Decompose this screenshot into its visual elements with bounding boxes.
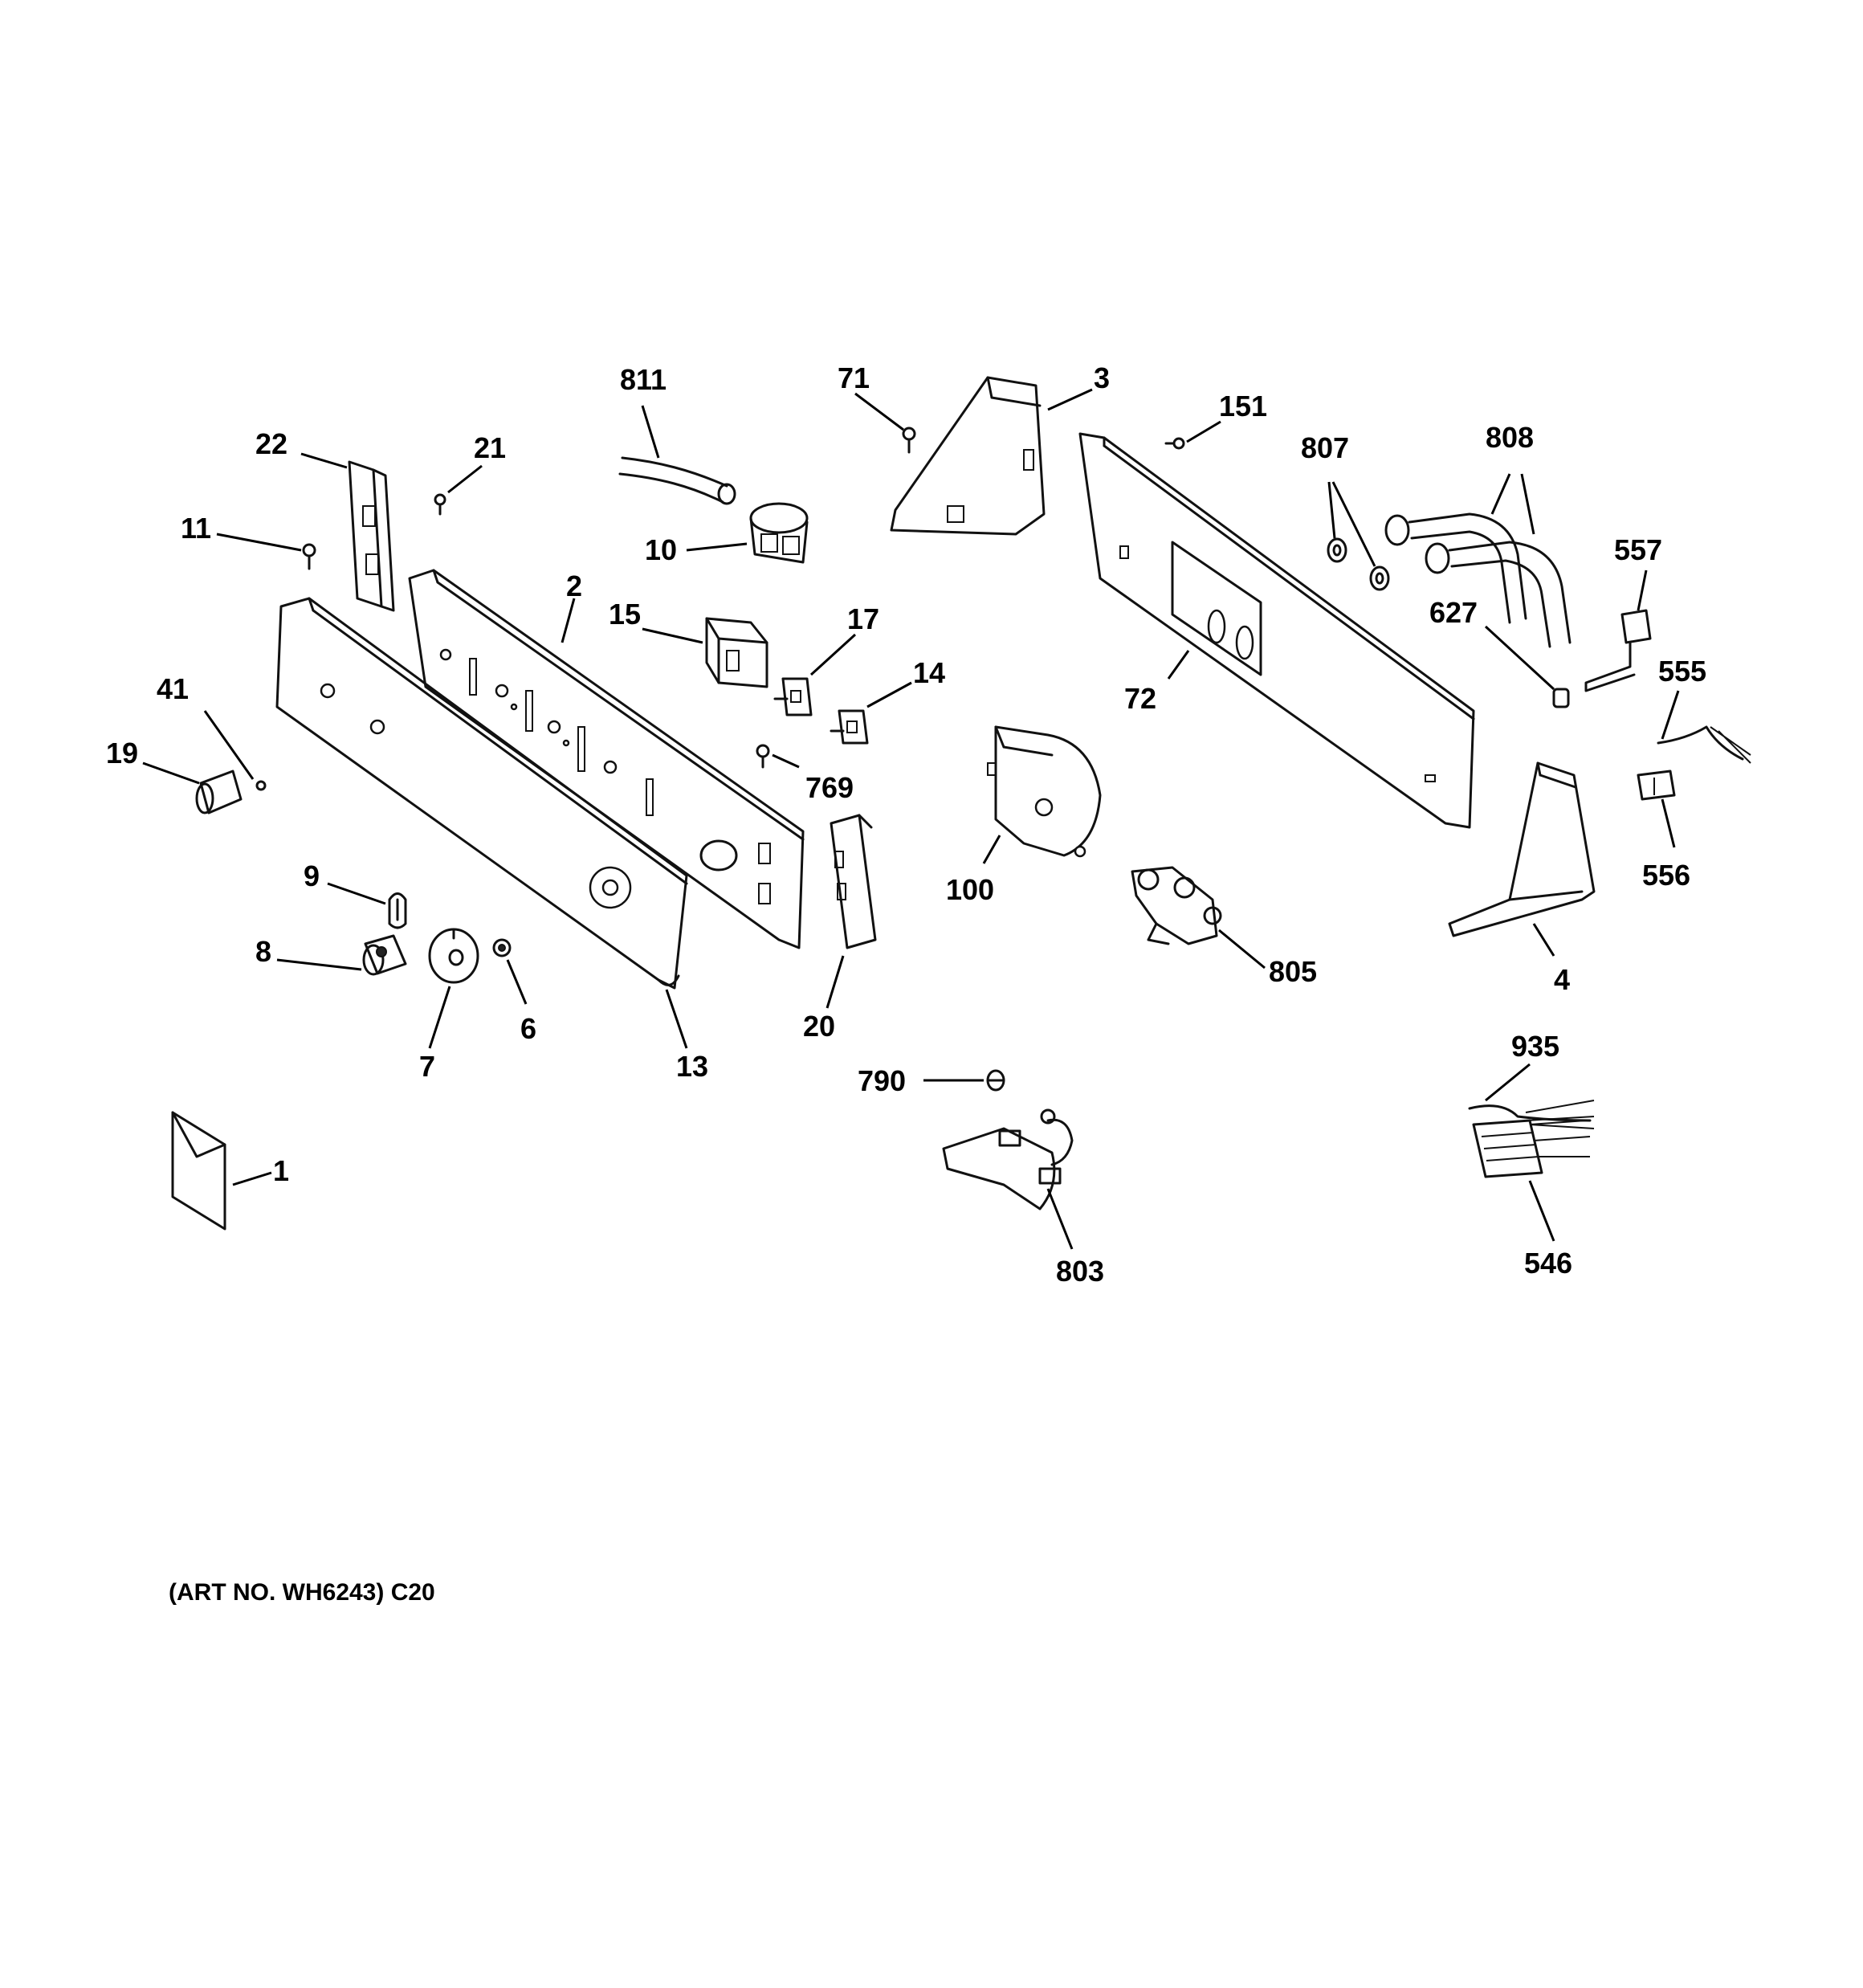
callout-790: 790 bbox=[858, 1064, 906, 1097]
callout-627: 627 bbox=[1429, 596, 1478, 629]
part-72-backsplash bbox=[1078, 432, 1475, 829]
callout-11: 11 bbox=[181, 512, 211, 545]
callout-15: 15 bbox=[609, 598, 641, 631]
part-9-clip bbox=[388, 892, 407, 929]
callout-151: 151 bbox=[1219, 390, 1267, 423]
callout-803: 803 bbox=[1056, 1255, 1104, 1288]
callout-9: 9 bbox=[304, 859, 320, 892]
part-807-washers bbox=[1327, 537, 1390, 591]
part-15-switch bbox=[705, 617, 768, 688]
part-627-grommet bbox=[1552, 688, 1570, 708]
part-22-end-bracket bbox=[348, 460, 395, 612]
part-17-clip bbox=[773, 677, 813, 716]
callout-19: 19 bbox=[106, 737, 138, 769]
callout-811: 811 bbox=[620, 363, 667, 396]
callout-22: 22 bbox=[255, 427, 287, 460]
part-811-hose bbox=[618, 456, 736, 505]
part-769-screw bbox=[756, 744, 770, 769]
callout-6: 6 bbox=[520, 1012, 536, 1045]
part-805-water-valve bbox=[1131, 866, 1222, 945]
part-11-screw bbox=[302, 543, 316, 570]
callout-3: 3 bbox=[1094, 361, 1110, 394]
callout-557: 557 bbox=[1614, 533, 1662, 566]
callout-935: 935 bbox=[1511, 1030, 1559, 1063]
part-808-hoses bbox=[1384, 512, 1572, 648]
callout-labels: 811 71 3 151 807 808 22 21 11 10 557 2 1… bbox=[106, 361, 1706, 1288]
part-557-sensor bbox=[1584, 609, 1652, 692]
part-21-screw bbox=[434, 493, 446, 516]
part-3-end-bracket bbox=[890, 376, 1046, 536]
callout-556: 556 bbox=[1642, 859, 1690, 892]
part-790-clamp bbox=[986, 1069, 1005, 1092]
callout-2: 2 bbox=[566, 569, 582, 602]
part-10-pressure-switch bbox=[749, 502, 809, 564]
part-20-end-cap bbox=[830, 814, 877, 949]
callout-555: 555 bbox=[1658, 655, 1706, 688]
part-13-control-panel bbox=[275, 597, 688, 990]
callout-100: 100 bbox=[946, 873, 994, 906]
callout-41: 41 bbox=[157, 672, 189, 705]
part-555-wire bbox=[1657, 725, 1751, 764]
part-41-clip bbox=[255, 780, 267, 791]
part-556-connector bbox=[1637, 769, 1676, 801]
part-19-knob bbox=[195, 769, 243, 814]
callout-808: 808 bbox=[1486, 421, 1534, 454]
callout-7: 7 bbox=[419, 1050, 435, 1083]
part-935-wire bbox=[1468, 1100, 1595, 1129]
callout-769: 769 bbox=[805, 771, 854, 804]
part-7-dial bbox=[428, 928, 479, 984]
callout-14: 14 bbox=[913, 656, 945, 689]
callout-805: 805 bbox=[1269, 955, 1317, 988]
callout-71: 71 bbox=[838, 361, 870, 394]
callout-17: 17 bbox=[847, 602, 879, 635]
callout-546: 546 bbox=[1524, 1247, 1572, 1280]
part-100-timer bbox=[987, 725, 1102, 858]
callout-21: 21 bbox=[474, 431, 506, 464]
part-14-clip bbox=[830, 709, 869, 745]
part-4-end-bracket bbox=[1448, 761, 1596, 937]
callout-13: 13 bbox=[676, 1050, 708, 1083]
part-2-control-panel-frame bbox=[408, 569, 805, 949]
callout-8: 8 bbox=[255, 935, 271, 968]
part-803-tube-assembly bbox=[942, 1108, 1074, 1210]
part-1-literature-envelope bbox=[171, 1111, 226, 1231]
callout-4: 4 bbox=[1554, 963, 1570, 996]
part-71-screw bbox=[902, 427, 916, 454]
callout-1: 1 bbox=[273, 1154, 289, 1187]
callout-807: 807 bbox=[1301, 431, 1349, 464]
callout-10: 10 bbox=[645, 533, 677, 566]
part-8-knob bbox=[362, 934, 407, 976]
part-546-harness-block bbox=[1472, 1119, 1591, 1178]
part-6-nut bbox=[492, 938, 512, 957]
callout-20: 20 bbox=[803, 1010, 835, 1043]
part-151-screw bbox=[1164, 437, 1185, 450]
art-number-label: (ART NO. WH6243) C20 bbox=[169, 1579, 435, 1606]
callout-72: 72 bbox=[1124, 682, 1156, 715]
leader-lines bbox=[142, 388, 1680, 1250]
